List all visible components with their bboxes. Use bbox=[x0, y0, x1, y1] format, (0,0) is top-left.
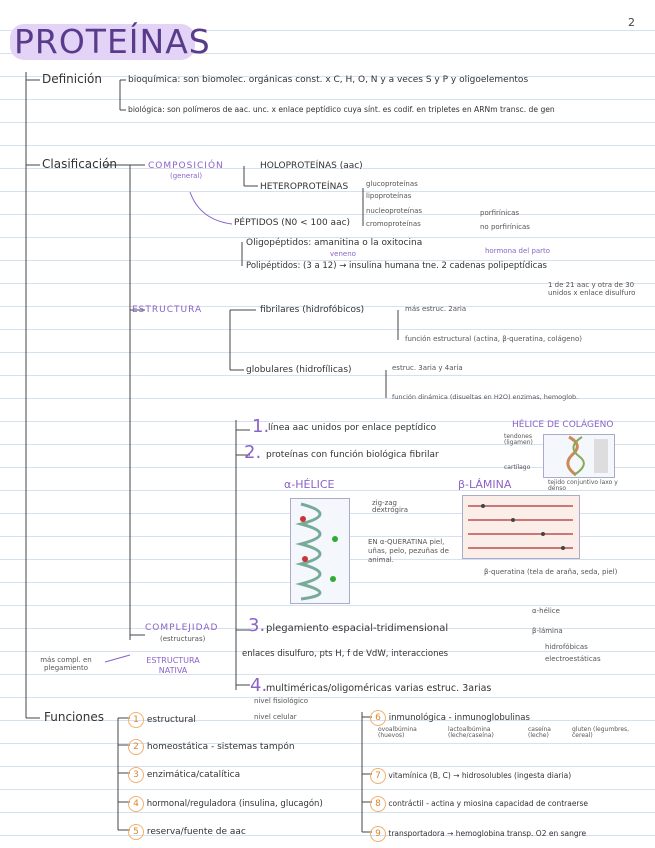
funcion-7: 7 vitamínica (B, C) → hidrosolubles (ing… bbox=[370, 768, 571, 784]
funcion-1-a: nivel fisiológico bbox=[254, 697, 309, 705]
cromoproteinas: cromoproteínas bbox=[366, 220, 421, 228]
porfirinicas: porfirínicas bbox=[480, 209, 520, 217]
glucoproteinas: glucoproteínas bbox=[366, 180, 418, 188]
globulares-1: estruc. 3aria y 4aria bbox=[392, 364, 463, 372]
lipoproteinas: lipoproteínas bbox=[366, 192, 412, 200]
funcion-6-a: ovoalbúmina (huevos) bbox=[378, 726, 417, 739]
estructura-nativa-note: más compl. en plegamiento bbox=[40, 656, 92, 673]
oligopeptidos: Oligopéptidos: amanitina o la oxitocina bbox=[246, 238, 423, 248]
item-1-number: 1. bbox=[252, 416, 270, 437]
hormona-note: hormona del parto bbox=[485, 247, 551, 255]
estructura-nativa: ESTRUCTURA NATIVA bbox=[146, 656, 200, 675]
holoproteinas: HOLOPROTEÍNAS (aac) bbox=[260, 161, 363, 171]
complejidad-item-3-sub: enlaces disulfuro, pts H, f de VdW, inte… bbox=[242, 649, 449, 659]
complejidad-item-1: línea aac unidos por enlace peptídico bbox=[268, 423, 437, 433]
no-porfirinicas: no porfirínicas bbox=[480, 223, 530, 231]
nucleoproteinas: nucleoproteínas bbox=[366, 207, 423, 215]
definicion-bioquimica: bioquímica: son biomolec. orgánicas cons… bbox=[128, 75, 529, 85]
complejidad-sub: (estructuras) bbox=[160, 635, 206, 643]
funcion-6: 6 inmunológica - inmunoglobulinas bbox=[370, 710, 530, 726]
funcion-1: 1 estructural bbox=[128, 712, 196, 728]
funcion-6-d: gluten (legumbres, cereal) bbox=[572, 726, 630, 739]
queratina-note: EN α-QUERATINA piel, uñas, pelo, pezuñas… bbox=[368, 538, 449, 565]
funcion-2: 2 homeostática - sistemas tampón bbox=[128, 739, 295, 755]
colageno-note-3: tejido conjuntivo laxo y denso bbox=[548, 479, 618, 492]
colageno-label: HÉLICE DE COLÁGENO bbox=[512, 420, 614, 430]
complejidad-item-4: multiméricas/oligoméricas varias estruc.… bbox=[266, 683, 492, 694]
beta-queratina-note: β-queratina (tela de araña, seda, piel) bbox=[484, 568, 618, 576]
peptidos: PÉPTIDOS (N0 < 100 aac) bbox=[234, 218, 351, 228]
clasificacion-heading: Clasificación bbox=[42, 157, 118, 171]
item-3-number: 3. bbox=[248, 615, 266, 636]
globulares-2: función dinámica (disueltas en H2O) enzi… bbox=[392, 393, 579, 401]
page-number: 2 bbox=[628, 16, 635, 29]
item-4-number: 4. bbox=[250, 675, 268, 696]
alfa-helice-label: α-HÉLICE bbox=[284, 478, 335, 491]
composicion-sub: (general) bbox=[170, 172, 203, 180]
globulares: globulares (hidrofílicas) bbox=[246, 365, 352, 375]
zigzag-note: zig-zag dextrógira bbox=[372, 499, 409, 514]
alfa-helice-image bbox=[290, 498, 350, 604]
fibrilares-1: más estruc. 2aria bbox=[405, 305, 467, 313]
insulina-note: 1 de 21 aac y otra de 30 unidos x enlace… bbox=[548, 281, 636, 298]
colageno-image bbox=[543, 434, 615, 478]
funcion-9: 9 transportadora → hemoglobina transp. O… bbox=[370, 826, 586, 842]
title-highlight bbox=[10, 24, 195, 60]
fibrilares-2: función estructural (actina, β-queratina… bbox=[405, 335, 582, 343]
veneno-note: veneno bbox=[330, 250, 356, 258]
definicion-heading: Definición bbox=[42, 72, 102, 86]
funcion-4: 4 hormonal/reguladora (insulina, glucagó… bbox=[128, 796, 323, 812]
fibrilares: fibrilares (hidrofóbicos) bbox=[260, 305, 365, 315]
funcion-5: 5 reserva/fuente de aac bbox=[128, 824, 246, 840]
funcion-6-b: lactoalbúmina (leche/caseína) bbox=[448, 726, 494, 739]
colageno-note-2: cartílago bbox=[504, 464, 531, 471]
funcion-1-b: nivel celular bbox=[254, 713, 297, 721]
item-2-number: 2. bbox=[244, 442, 262, 463]
heteroproteinas: HETEROPROTEÍNAS bbox=[260, 182, 349, 192]
complejidad-label: COMPLEJIDAD bbox=[145, 623, 219, 633]
funcion-8: 8 contráctil - actina y miosina capacida… bbox=[370, 796, 588, 812]
item-3-alfa: α-hélice bbox=[532, 607, 560, 615]
polipeptidos: Polipéptidos: (3 a 12) → insulina humana… bbox=[246, 261, 547, 271]
complejidad-item-3: plegamiento espacial-tridimensional bbox=[266, 623, 449, 634]
complejidad-item-2: proteínas con función biológica fibrilar bbox=[266, 450, 439, 460]
colageno-note-1: tendones (ligamen) bbox=[504, 433, 533, 446]
beta-lamina-image bbox=[462, 495, 580, 559]
funcion-3: 3 enzimática/catalítica bbox=[128, 767, 240, 783]
page-title: PROTEÍNAS bbox=[14, 22, 211, 61]
funciones-heading: Funciones bbox=[44, 710, 104, 724]
definicion-biologica: biológica: son polímeros de aac. unc. x … bbox=[128, 105, 555, 114]
beta-lamina-label: β-LÁMINA bbox=[458, 478, 512, 491]
funcion-6-c: caseína (leche) bbox=[528, 726, 551, 739]
item-3-hidrofobicas: hidrofóbicas bbox=[545, 643, 588, 651]
item-3-beta: β-lámina bbox=[532, 627, 563, 635]
composicion-label: COMPOSICIÓN bbox=[148, 161, 224, 171]
estructura-label: ESTRUCTURA bbox=[132, 305, 203, 315]
item-3-electroestaticas: electroestáticas bbox=[545, 655, 601, 663]
